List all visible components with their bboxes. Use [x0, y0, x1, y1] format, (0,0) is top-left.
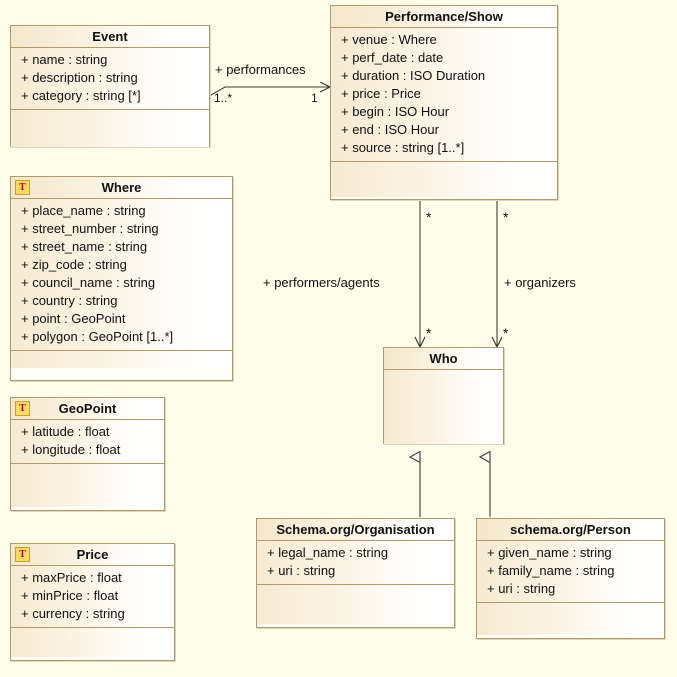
class-name-price: T Price — [11, 544, 174, 566]
class-box-where[interactable]: T Where + place_name : string + street_n… — [10, 176, 233, 381]
edge-multiplicity-organizers-target: * — [503, 325, 509, 341]
attribute-row: + name : string — [21, 52, 108, 67]
attribute-row: + street_name : string — [21, 239, 148, 254]
class-attributes-where: + place_name : string + street_number : … — [11, 199, 232, 351]
class-attributes-price: + maxPrice : float + minPrice : float + … — [11, 566, 174, 628]
attribute-row: + place_name : string — [21, 203, 146, 218]
attribute-row: + point : GeoPoint — [21, 311, 126, 326]
attribute-row: + latitude : float — [21, 424, 110, 439]
edge-multiplicity-performers-source: * — [426, 209, 432, 225]
attribute-row: + maxPrice : float — [21, 570, 122, 585]
attribute-row: + perf_date : date — [341, 50, 444, 65]
class-operations-who — [384, 370, 503, 444]
attribute-row: + currency : string — [21, 606, 125, 621]
class-name-label: Price — [76, 547, 109, 562]
attribute-row: + minPrice : float — [21, 588, 119, 603]
class-box-price[interactable]: T Price + maxPrice : float + minPrice : … — [10, 543, 175, 661]
class-operations-organisation — [257, 585, 454, 624]
attribute-row: + given_name : string — [487, 545, 612, 560]
class-name-label: Where — [101, 180, 142, 195]
class-name-who: Who — [384, 348, 503, 370]
edge-multiplicity-performances-target: 1 — [311, 91, 318, 105]
class-name-organisation: Schema.org/Organisation — [257, 519, 454, 541]
attribute-row: + family_name : string — [487, 563, 615, 578]
datatype-stereotype-icon: T — [15, 180, 30, 195]
class-name-where: T Where — [11, 177, 232, 199]
class-name-performance-show: Performance/Show — [331, 6, 557, 28]
attribute-row: + street_number : string — [21, 221, 159, 236]
class-operations-performance-show — [331, 162, 557, 197]
attribute-row: + country : string — [21, 293, 118, 308]
attribute-row: + description : string — [21, 70, 138, 85]
attribute-row: + council_name : string — [21, 275, 156, 290]
edge-multiplicity-performances-source: 1..* — [214, 91, 233, 105]
class-box-geopoint[interactable]: T GeoPoint + latitude : float + longitud… — [10, 397, 165, 511]
attribute-row: + source : string [1..*] — [341, 140, 465, 155]
attribute-row: + longitude : float — [21, 442, 121, 457]
class-operations-price — [11, 628, 174, 657]
class-attributes-performance-show: + venue : Where + perf_date : date + dur… — [331, 28, 557, 162]
edge-label-performers-agents: + performers/agents — [263, 275, 380, 290]
edge-multiplicity-performers-target: * — [426, 325, 432, 341]
class-name-event: Event — [11, 26, 209, 48]
class-name-label: GeoPoint — [58, 401, 117, 416]
class-operations-event — [11, 110, 209, 147]
class-attributes-person: + given_name : string + family_name : st… — [477, 541, 664, 603]
attribute-row: + zip_code : string — [21, 257, 127, 272]
edge-multiplicity-organizers-source: * — [503, 209, 509, 225]
edge-label-performances: + performances — [215, 62, 306, 77]
class-box-person[interactable]: schema.org/Person + given_name : string … — [476, 518, 665, 639]
class-name-person: schema.org/Person — [477, 519, 664, 541]
class-box-who[interactable]: Who — [383, 347, 504, 444]
class-box-performance-show[interactable]: Performance/Show + venue : Where + perf_… — [330, 5, 558, 200]
attribute-row: + uri : string — [267, 563, 336, 578]
class-attributes-organisation: + legal_name : string + uri : string — [257, 541, 454, 585]
class-box-organisation[interactable]: Schema.org/Organisation + legal_name : s… — [256, 518, 455, 628]
datatype-stereotype-icon: T — [15, 547, 30, 562]
class-box-event[interactable]: Event + name : string + description : st… — [10, 25, 210, 147]
class-operations-geopoint — [11, 464, 164, 507]
class-attributes-geopoint: + latitude : float + longitude : float — [11, 420, 164, 464]
attribute-row: + category : string [*] — [21, 88, 141, 103]
attribute-row: + polygon : GeoPoint [1..*] — [21, 329, 174, 344]
edge-label-organizers: + organizers — [504, 275, 576, 290]
class-attributes-event: + name : string + description : string +… — [11, 48, 209, 110]
datatype-stereotype-icon: T — [15, 401, 30, 416]
class-operations-person — [477, 603, 664, 635]
attribute-row: + legal_name : string — [267, 545, 389, 560]
attribute-row: + price : Price — [341, 86, 421, 101]
attribute-row: + uri : string — [487, 581, 556, 596]
attribute-row: + duration : ISO Duration — [341, 68, 486, 83]
attribute-row: + begin : ISO Hour — [341, 104, 450, 119]
class-name-geopoint: T GeoPoint — [11, 398, 164, 420]
attribute-row: + venue : Where — [341, 32, 437, 47]
class-operations-where — [11, 351, 232, 368]
attribute-row: + end : ISO Hour — [341, 122, 439, 137]
